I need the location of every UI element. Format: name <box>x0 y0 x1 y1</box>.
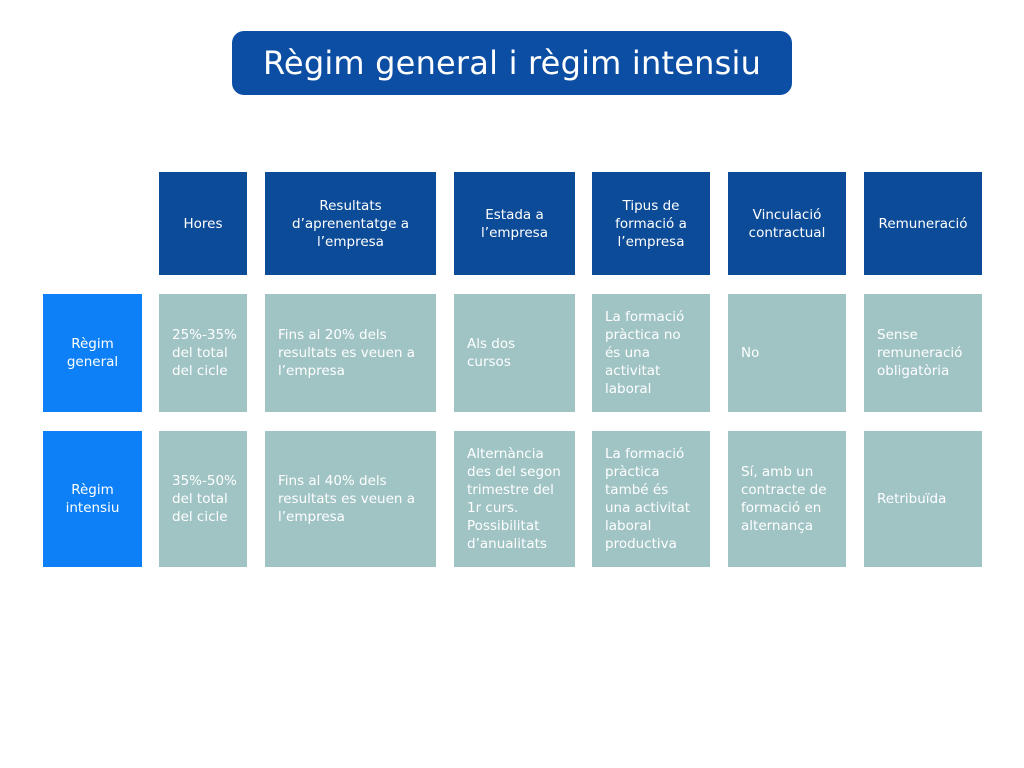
intensiu-resultats-cell: Fins al 40% dels resultats es veuen a l’… <box>265 431 436 567</box>
general-vinculacio-cell: No <box>728 294 846 412</box>
intensiu-hores-cell: 35%-50% del total del cicle <box>159 431 247 567</box>
row-label-general: Règim general <box>43 294 142 412</box>
general-tipus-cell: La formació pràctica no és una activitat… <box>592 294 710 412</box>
intensiu-estada-cell: Alternància des del segon trimestre del … <box>454 431 575 567</box>
header-remuneracio: Remuneració <box>864 172 982 275</box>
intensiu-tipus-cell: La formació pràctica també és una activi… <box>592 431 710 567</box>
row-label-intensiu: Règim intensiu <box>43 431 142 567</box>
general-estada-cell: Als dos cursos <box>454 294 575 412</box>
header-tipus: Tipus de formació a l’empresa <box>592 172 710 275</box>
header-hores: Hores <box>159 172 247 275</box>
general-resultats-cell: Fins al 20% dels resultats es veuen a l’… <box>265 294 436 412</box>
header-estada: Estada a l’empresa <box>454 172 575 275</box>
header-resultats: Resultats d’aprenentatge a l’empresa <box>265 172 436 275</box>
intensiu-vinculacio-cell: Sí, amb un contracte de formació en alte… <box>728 431 846 567</box>
intensiu-remuneracio-cell: Retribuïda <box>864 431 982 567</box>
header-vinculacio: Vinculació contractual <box>728 172 846 275</box>
general-remuneracio-cell: Sense remuneració obligatòria <box>864 294 982 412</box>
page-title: Règim general i règim intensiu <box>232 31 792 95</box>
general-hores-cell: 25%-35% del total del cicle <box>159 294 247 412</box>
